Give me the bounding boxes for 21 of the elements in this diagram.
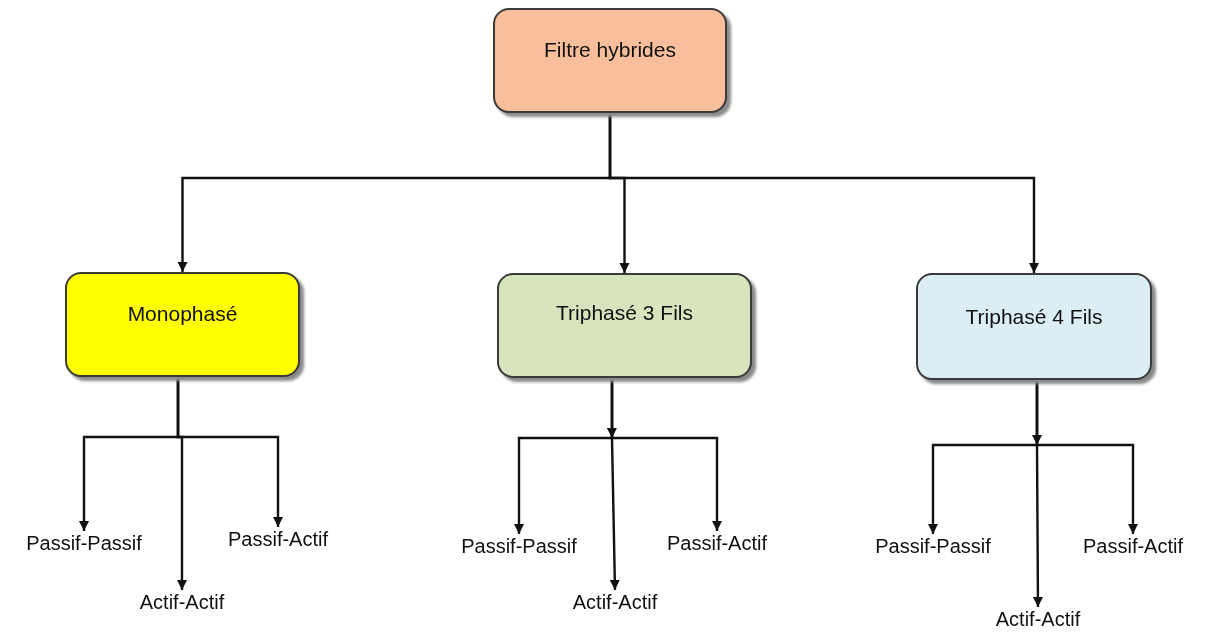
category-box	[65, 272, 300, 377]
leaf-label: Passif-Actif	[1082, 534, 1184, 558]
box-label: Monophasé	[127, 302, 238, 327]
leaf-label: Actif-Actif	[138, 590, 226, 614]
root-box	[493, 8, 727, 113]
arrow	[610, 378, 723, 531]
category-box	[916, 273, 1152, 380]
leaf-label: Passif-Actif	[227, 527, 329, 551]
leaf-label: Passif-Passif	[874, 534, 992, 558]
arrow	[1035, 380, 1139, 534]
leaf-label: Actif-Actif	[571, 590, 659, 614]
arrow	[176, 377, 284, 527]
category-box	[497, 273, 752, 378]
arrow	[608, 113, 1040, 273]
leaf-label: Passif-Passif	[460, 534, 578, 558]
box-label: Triphasé 4 Fils	[965, 305, 1103, 330]
box-label: Filtre hybrides	[544, 38, 676, 63]
leaf-label: Actif-Actif	[994, 607, 1082, 631]
leaf-label: Passif-Passif	[25, 531, 143, 555]
box-label: Triphasé 3 Fils	[556, 301, 693, 326]
leaf-label: Passif-Actif	[666, 531, 768, 555]
